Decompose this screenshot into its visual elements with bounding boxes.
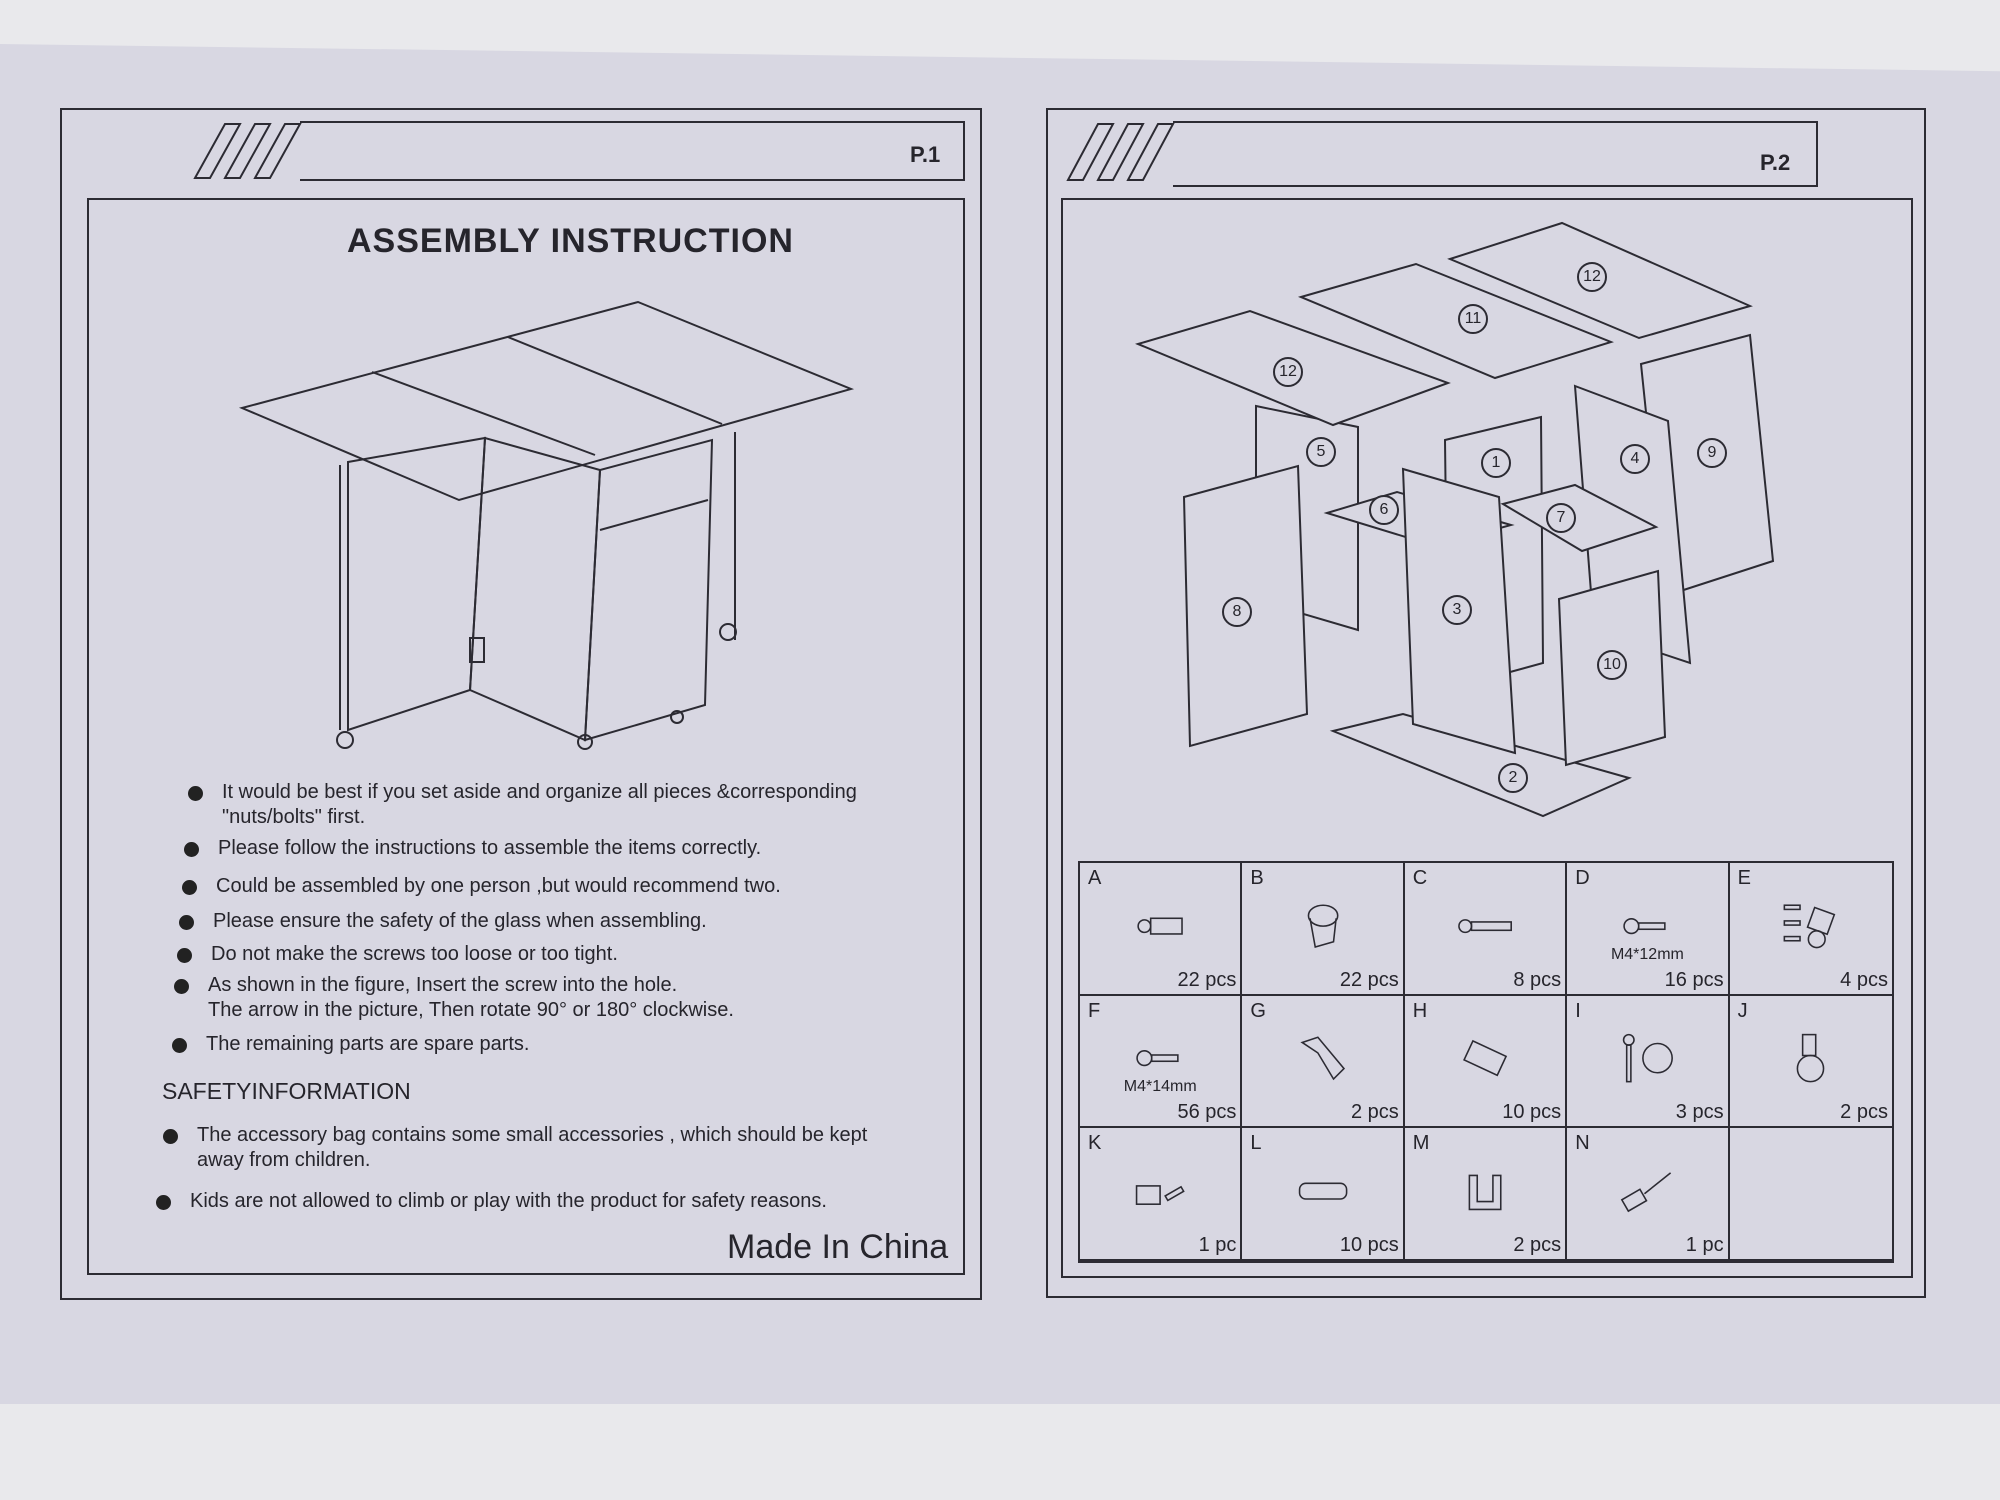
safety-bullet: The accessory bag contains some small ac… <box>162 1124 868 1171</box>
page2-label: P.2 <box>1760 150 1791 175</box>
panel-number: 8 <box>1222 597 1252 627</box>
part-cell-m: M 2 pcs <box>1404 1128 1568 1261</box>
hardware-icon <box>1468 1174 1502 1211</box>
panel-number: 5 <box>1306 437 1336 467</box>
part-quantity: 1 pc <box>1685 1234 1724 1256</box>
part-quantity: 4 pcs <box>1840 968 1888 991</box>
instruction-bullet: Could be assembled by one person ,but wo… <box>182 875 781 897</box>
page1-outer-frame <box>60 108 982 1300</box>
part-letter: C <box>1412 867 1428 889</box>
instruction-bullet: As shown in the figure, Insert the screw… <box>174 974 734 1021</box>
part-letter: D <box>1575 867 1590 889</box>
part-quantity: 1 pc <box>1198 1234 1237 1256</box>
part-cell-a: A 22 pcs <box>1080 863 1243 996</box>
hardware-icon <box>1458 918 1512 933</box>
part-quantity: 2 pcs <box>1513 1234 1562 1256</box>
panel-number: 3 <box>1442 595 1472 625</box>
part-cell-j: J 2 pcs <box>1729 996 1892 1129</box>
part-cell-b: B 22 pcs <box>1242 863 1405 996</box>
hardware-icon <box>1621 1172 1672 1213</box>
part-quantity: 2 pcs <box>1350 1101 1399 1124</box>
part-letter: N <box>1575 1132 1590 1155</box>
instruction-bullet: Please follow the instructions to assemb… <box>183 837 762 859</box>
panel-number: 12 <box>1273 357 1303 387</box>
page1-header-bar <box>300 121 965 181</box>
part-quantity: 22 pcs <box>1177 968 1237 991</box>
part-cell-k: K 1 pc <box>1080 1128 1243 1261</box>
part-quantity: 10 pcs <box>1502 1101 1562 1124</box>
part-letter: I <box>1575 999 1581 1022</box>
panel-number: 12 <box>1577 262 1607 292</box>
hardware-icon <box>1307 904 1338 948</box>
part-cell-d: D M4*12mm 16 pcs <box>1567 863 1730 996</box>
instruction-bullet: Please ensure the safety of the glass wh… <box>179 910 707 932</box>
part-cell-i: I 3 pcs <box>1567 995 1730 1129</box>
hardware-icon <box>1137 917 1183 935</box>
panel-number: 10 <box>1597 650 1627 680</box>
part-letter: F <box>1088 999 1101 1022</box>
part-quantity: 8 pcs <box>1513 968 1562 991</box>
part-letter: K <box>1088 1132 1102 1155</box>
part-letter: M <box>1412 1132 1430 1155</box>
panel-number: 7 <box>1546 503 1576 533</box>
hardware-icon <box>1299 1036 1345 1081</box>
page2-outer-frame <box>1046 108 1926 1298</box>
part-quantity: 3 pcs <box>1675 1101 1724 1124</box>
hardware-icon <box>1796 1034 1825 1083</box>
part-letter: E <box>1737 867 1751 889</box>
part-quantity: 10 pcs <box>1339 1234 1399 1256</box>
panel-number: 4 <box>1620 444 1650 474</box>
part-quantity: 56 pcs <box>1177 1101 1237 1124</box>
empty-cell <box>1729 1128 1892 1261</box>
hardware-icon <box>1135 1185 1185 1205</box>
made-in-label: Made In China <box>727 1228 949 1266</box>
page-title: ASSEMBLY INSTRUCTION <box>347 222 794 260</box>
hardware-icon <box>1136 1050 1179 1067</box>
instruction-bullet: Do not make the screws too loose or too … <box>177 943 618 965</box>
part-letter: H <box>1412 999 1428 1022</box>
hardware-icon <box>1623 1034 1674 1083</box>
safety-heading: SAFETYINFORMATION <box>162 1078 411 1104</box>
part-cell-h: H 10 pcs <box>1404 995 1568 1129</box>
instruction-bullet: It would be best if you set aside and or… <box>188 781 857 828</box>
part-cell-n: N 1 pc <box>1567 1128 1730 1261</box>
hardware-icon <box>1623 917 1666 934</box>
part-letter: G <box>1250 999 1266 1022</box>
panel-number: 1 <box>1481 448 1511 478</box>
part-quantity: 2 pcs <box>1840 1101 1888 1124</box>
page2-header-bar <box>1173 121 1818 187</box>
part-cell-g: G 2 pcs <box>1242 995 1405 1129</box>
part-cell-f: F M4*14mm 56 pcs <box>1080 995 1243 1129</box>
page2-inner-frame <box>1061 198 1913 1278</box>
part-cell-e: E 4 pcs <box>1729 863 1892 996</box>
part-letter: L <box>1250 1132 1262 1155</box>
hardware-parts-table: A 22 pcs B 22 pcs C 8 pcs D M4*12mm 16 pcs E 4 pcs… <box>1078 861 1894 1263</box>
page1-inner-frame <box>87 198 965 1275</box>
instruction-bullet: The remaining parts are spare parts. <box>172 1033 530 1055</box>
part-letter: J <box>1737 999 1748 1022</box>
panel-number: 6 <box>1369 495 1399 525</box>
panel-number: 2 <box>1498 763 1528 793</box>
panel-number: 9 <box>1697 438 1727 468</box>
part-letter: A <box>1088 867 1102 889</box>
hardware-icon <box>1298 1182 1347 1200</box>
part-quantity: 22 pcs <box>1339 968 1399 991</box>
page1-label: P.1 <box>910 142 941 167</box>
part-quantity: 16 pcs <box>1664 968 1724 991</box>
panel-number: 11 <box>1458 304 1488 334</box>
part-spec: M4*14mm <box>1123 1078 1197 1096</box>
part-letter: B <box>1250 867 1264 889</box>
safety-bullet: Kids are not allowed to climb or play wi… <box>156 1190 827 1212</box>
part-cell-l: L 10 pcs <box>1242 1128 1405 1261</box>
hardware-icon <box>1462 1040 1508 1077</box>
hardware-icon <box>1783 904 1836 948</box>
part-cell-c: C 8 pcs <box>1404 863 1568 996</box>
part-spec: M4*12mm <box>1610 945 1684 963</box>
